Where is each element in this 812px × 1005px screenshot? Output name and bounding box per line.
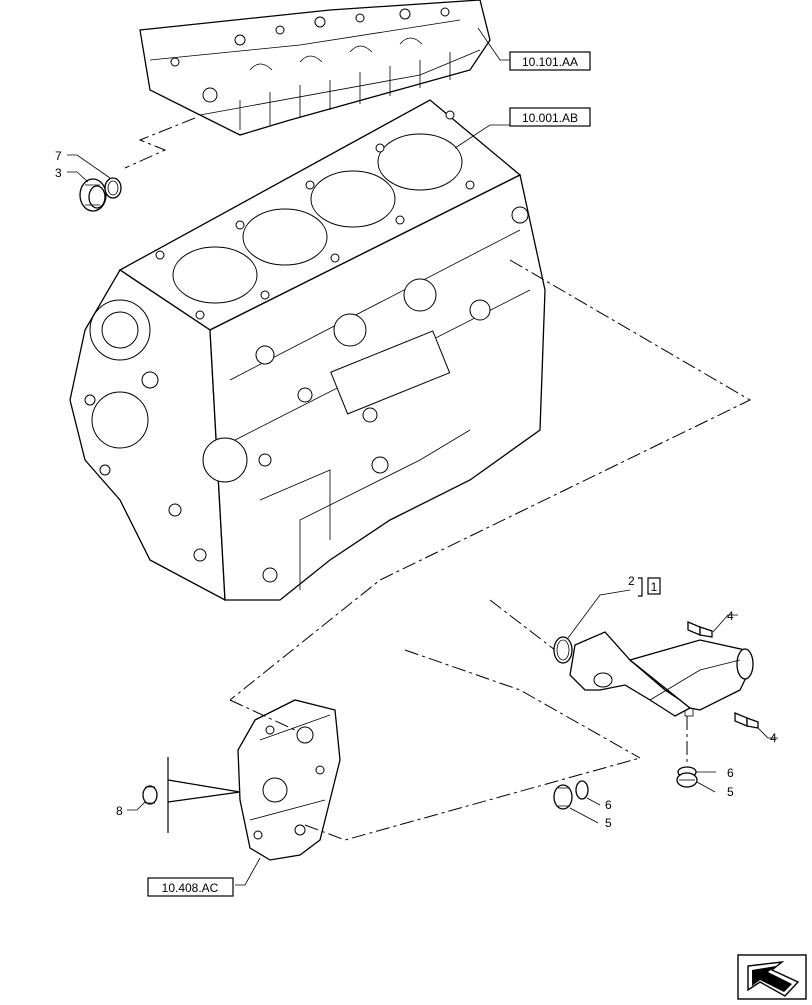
callout-4-lower: 4 [770,731,777,745]
callout-7: 7 [55,149,62,163]
ref-box-engine-block[interactable] [509,107,591,127]
ref-box-oil-pump[interactable] [147,877,234,897]
ref-box-cylinder-head[interactable] [509,51,591,71]
ref-label-oil-pump: 10.408.AC [162,881,219,895]
callout-6-right: 6 [727,766,734,780]
ref-label-cylinder-head: 10.101.AA [522,55,578,69]
assembly-line-head [124,117,196,169]
assembly-line-block [229,259,752,701]
leader-4-lower [756,726,778,739]
leader-cylinder-head [477,27,510,61]
callout-box-1 [647,577,661,595]
leader-8 [127,801,146,811]
leader-5-right [696,781,716,793]
leader-3 [67,171,89,183]
engine-block-illustration [69,99,546,602]
assembly-line-pipe [404,599,641,759]
oil-pump-illustration [237,699,341,861]
plug-part-5-right [676,772,698,788]
leader-engine-block [454,124,510,149]
plug-part-3 [79,178,107,212]
washer-part-6-left [575,780,589,800]
callout-3: 3 [55,166,62,180]
callout-6-left: 6 [605,798,612,812]
leader-6-left [586,797,601,806]
callout-5-right: 5 [727,785,734,799]
leader-2 [567,589,631,639]
leader-4-upper [712,614,738,633]
assembly-line-pump-top [229,699,296,731]
leader-7 [67,154,111,179]
leader-5-left [569,807,599,824]
callout-8: 8 [116,804,123,818]
next-page-arrow-icon[interactable] [737,954,807,1000]
plug-part-8 [142,785,158,805]
callout-bracket [638,577,643,597]
oil-pipe-illustration [569,631,754,717]
cylinder-head-illustration [139,0,491,136]
o-ring-part-7 [104,177,122,199]
plug-part-5-left [553,784,573,810]
callout-2: 2 [628,574,635,588]
leader-oil-pump [235,857,261,886]
bolt-part-4-lower [734,712,759,729]
ref-label-engine-block: 10.001.AB [522,111,578,125]
callout-5-left: 5 [605,816,612,830]
callout-1: 1 [651,580,658,594]
bracket-lines [167,779,241,803]
callout-4-upper: 4 [727,609,734,623]
bolt-part-4-upper [687,621,713,638]
assembly-line-pump-bottom [304,757,641,841]
